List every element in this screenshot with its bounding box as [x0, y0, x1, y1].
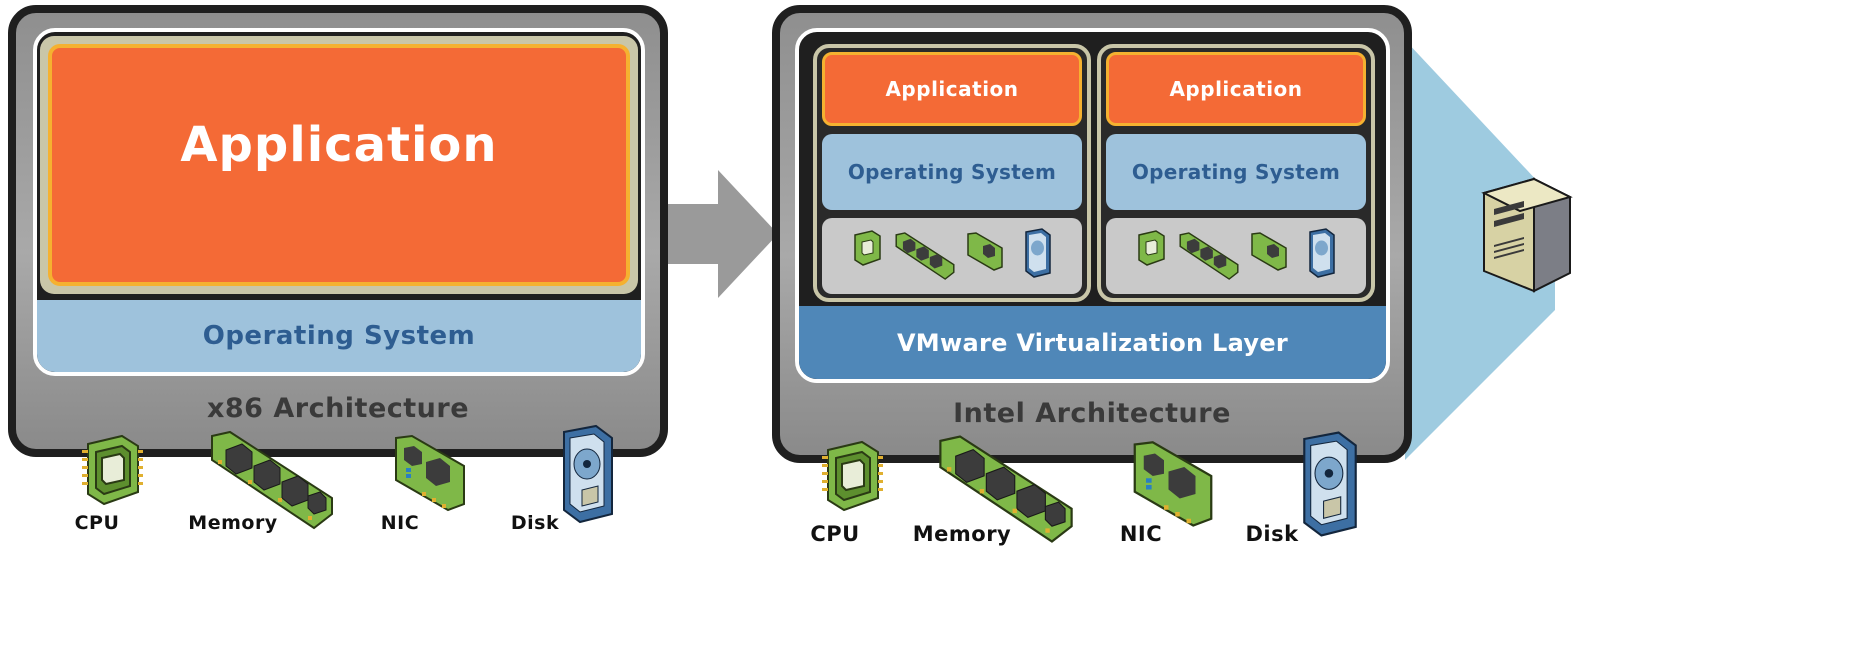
- right-cpu-label: CPU: [810, 522, 860, 546]
- vmware-virtualization-layer-label: VMware Virtualization Layer: [896, 328, 1289, 357]
- vm1-operating-system-block: Operating System: [822, 134, 1082, 210]
- vm2-disk-icon: [1309, 228, 1335, 278]
- vm2-cpu-icon: [1138, 230, 1165, 266]
- left-operating-system-label: Operating System: [202, 321, 476, 351]
- vm1-nic-icon: [967, 232, 1003, 271]
- right-nic-label: NIC: [1119, 522, 1163, 546]
- server-tower-icon: [1481, 177, 1573, 293]
- left-operating-system-band: Operating System: [37, 300, 641, 372]
- cpu-icon: [82, 434, 143, 506]
- projection-beam: [1405, 40, 1555, 460]
- left-application-shell: Application: [40, 36, 638, 294]
- vm2-nic-icon: [1251, 232, 1287, 271]
- vmware-virtualization-layer: VMware Virtualization Layer: [799, 306, 1386, 379]
- vm1-cpu-icon: [854, 230, 881, 266]
- left-nic-label: NIC: [380, 512, 420, 534]
- vm2-application-block: Application: [1106, 52, 1366, 126]
- right-disk-label: Disk: [1245, 522, 1299, 546]
- vm1-memory-icon: [895, 232, 955, 280]
- vm2-operating-system-label: Operating System: [1131, 160, 1341, 184]
- left-memory-label: Memory: [188, 512, 278, 534]
- vm1-application-block: Application: [822, 52, 1082, 126]
- arrow-right-icon: [668, 170, 778, 298]
- right-memory-label: Memory: [912, 522, 1012, 546]
- left-application-label: Application: [180, 117, 498, 173]
- right-architecture-label: Intel Architecture: [953, 398, 1231, 429]
- disk-icon: [563, 424, 613, 524]
- left-application-block: Application: [48, 44, 630, 286]
- disk-icon: [1303, 431, 1357, 537]
- left-cpu-label: CPU: [74, 512, 120, 534]
- vm1-application-label: Application: [885, 77, 1019, 101]
- vm1-operating-system-label: Operating System: [847, 160, 1057, 184]
- left-architecture-label: x86 Architecture: [206, 393, 470, 424]
- memory-icon: [211, 430, 333, 530]
- vm2-memory-icon: [1179, 232, 1239, 280]
- vm2-operating-system-block: Operating System: [1106, 134, 1366, 210]
- vm1-disk-icon: [1025, 228, 1051, 278]
- cpu-icon: [822, 440, 883, 512]
- left-disk-label: Disk: [510, 512, 560, 534]
- vm2-application-label: Application: [1169, 77, 1303, 101]
- memory-icon: [939, 435, 1073, 543]
- nic-icon: [395, 434, 465, 512]
- nic-icon: [1133, 441, 1213, 527]
